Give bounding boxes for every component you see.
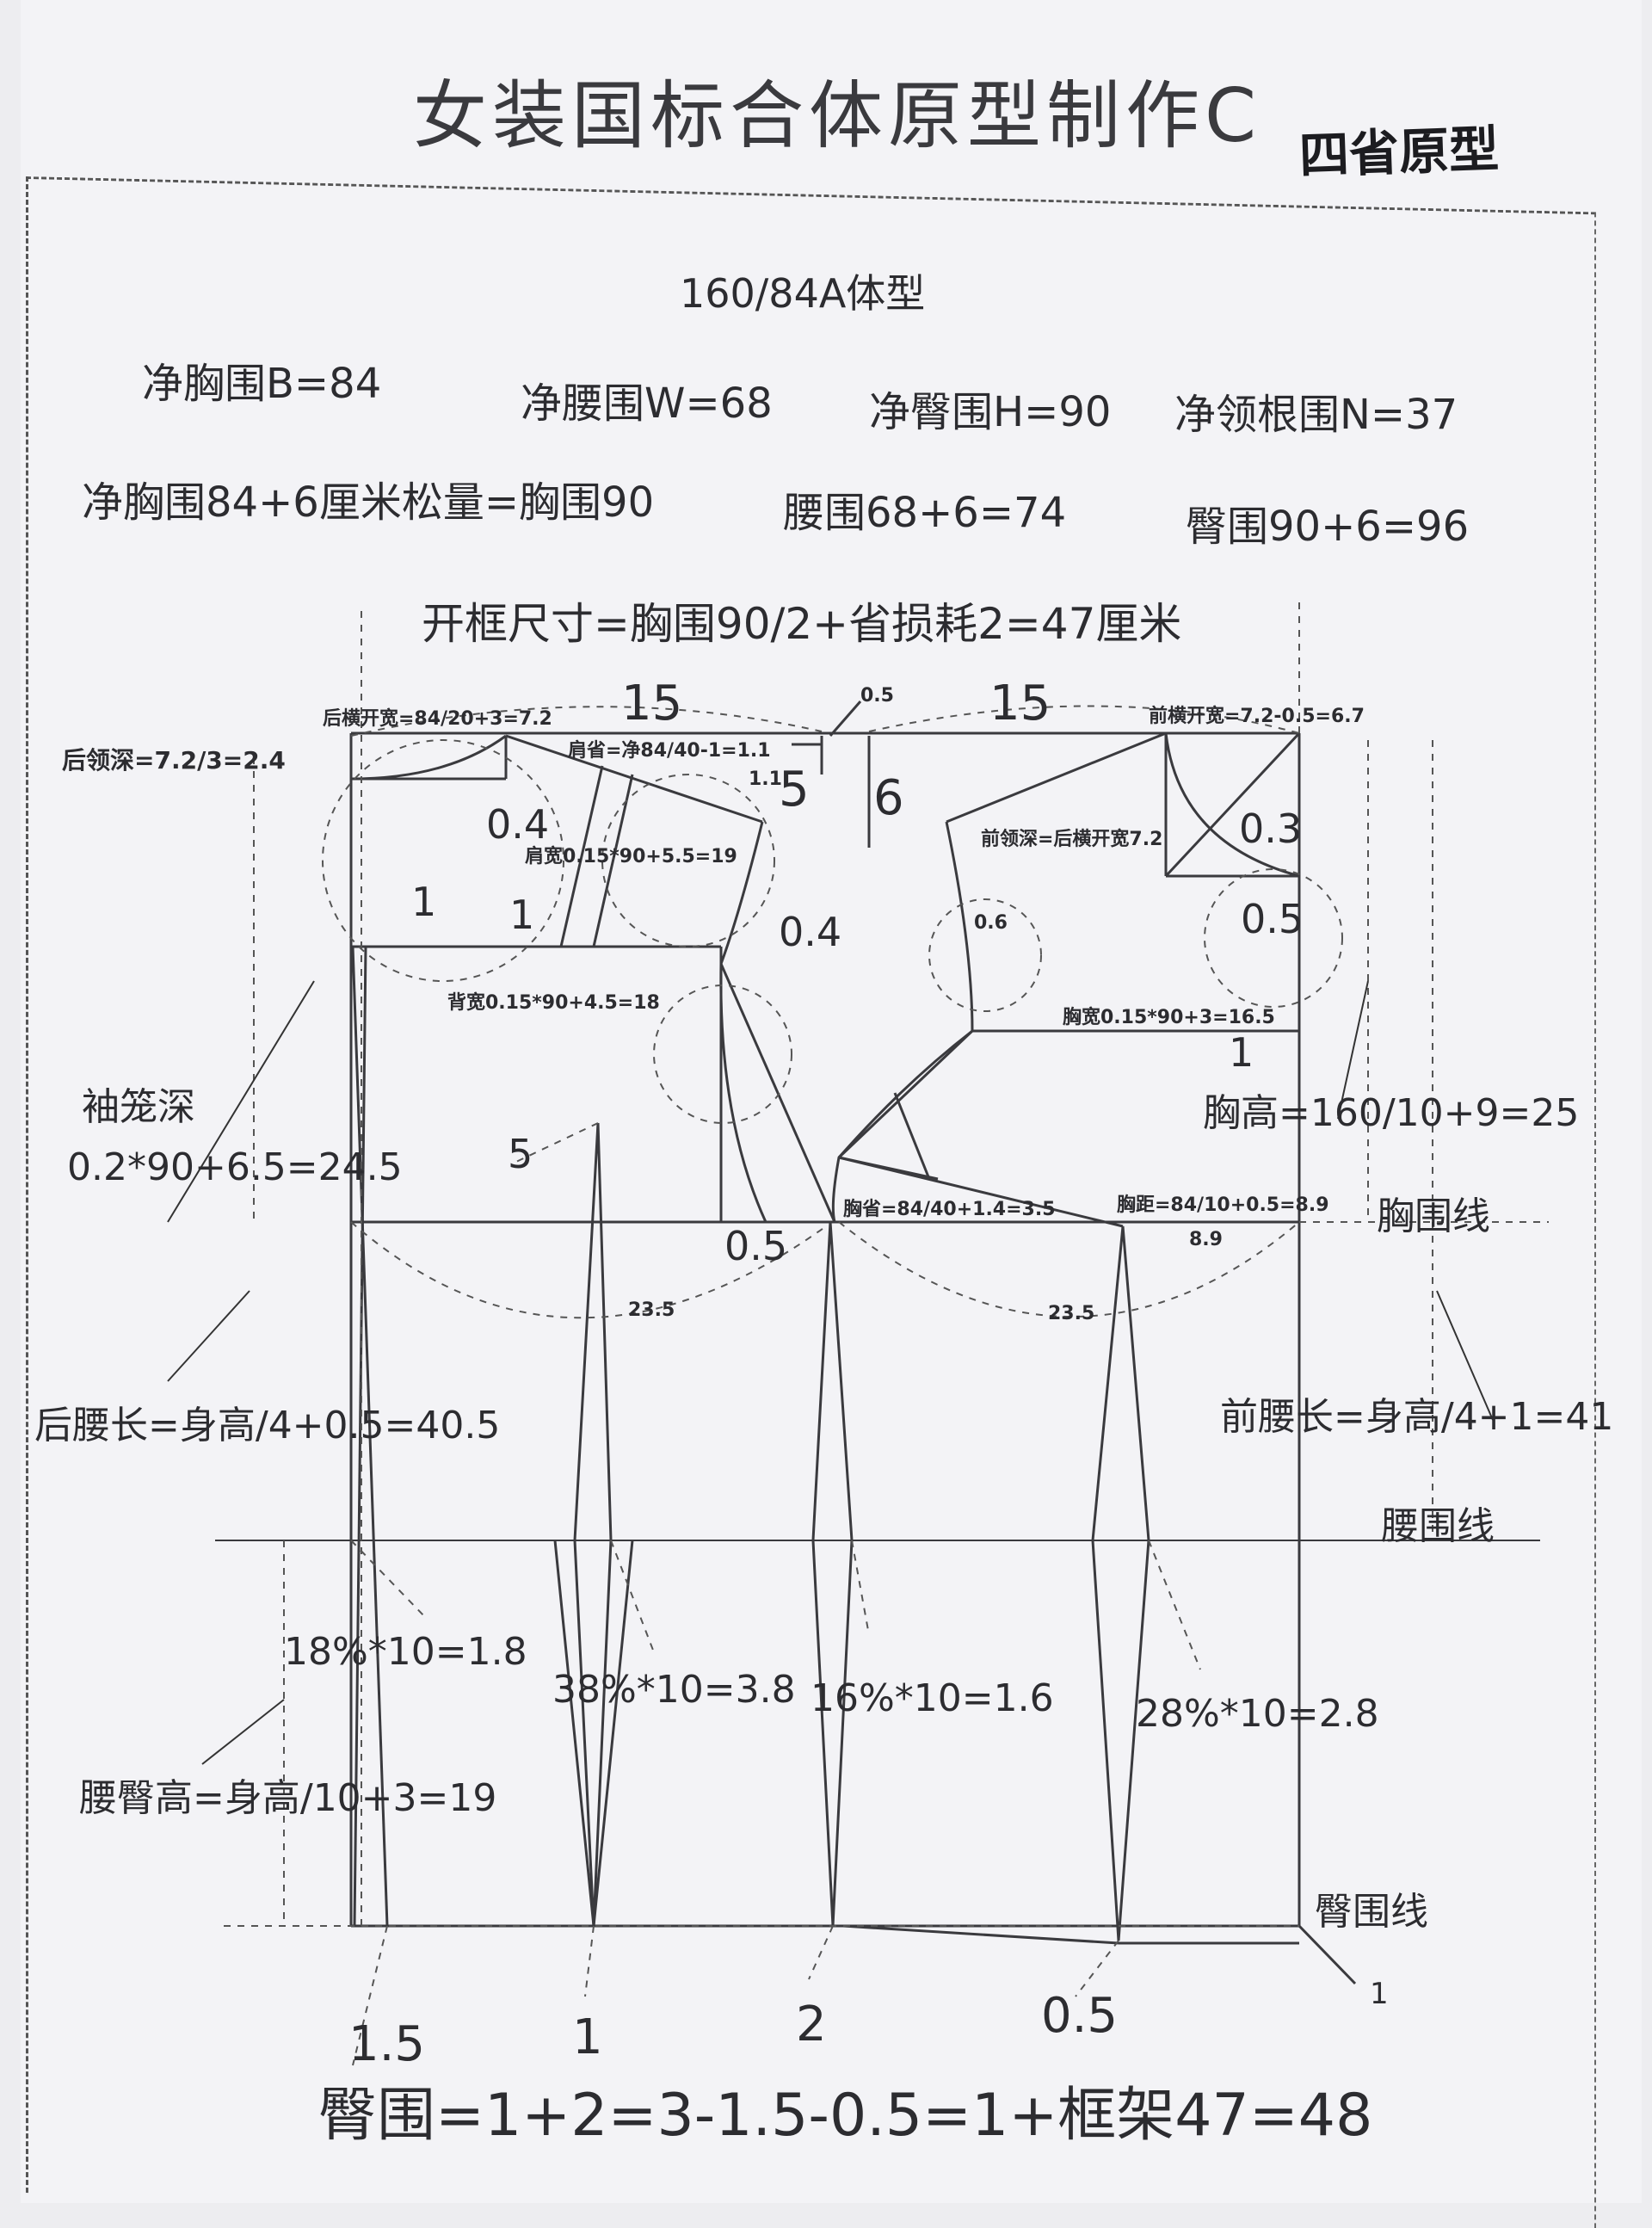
dart-value-18: 18%*10=1.8 [284,1630,527,1674]
bottom-label-2: 2 [796,1997,827,2052]
dart-value-28: 28%*10=2.8 [1136,1692,1379,1736]
page-title: 女装国标合体原型制作C [413,73,1262,159]
front-neck-width: 前横开宽=7.2-0.5=6.7 [1149,706,1365,727]
front-shoulder-line [946,731,1167,824]
back-shoulder-line [505,734,763,824]
back-armhole [719,821,767,1223]
chest-width: 胸宽0.15*90+3=16.5 [1063,1007,1275,1028]
shoulder-dart: 肩省=净84/40-1=1.1 [568,740,771,762]
label-04-shoulder: 0.4 [779,909,842,955]
frame-size: 开框尺寸=胸围90/2+省损耗2=47厘米 [422,599,1182,649]
label-04-neck: 0.4 [486,801,550,848]
bottom-label-1: 1 [572,2009,603,2065]
dart-value-38: 38%*10=3.8 [552,1668,796,1712]
bust-dart: 胸省=84/40+1.4=3.5 [843,1199,1056,1220]
label-05-center: 0.5 [860,685,894,707]
radius-left: 23.5 [628,1299,675,1321]
label-11: 1.1 [749,768,782,790]
label-1-left: 1 [411,879,437,925]
dart-value-16: 16%*10=1.6 [811,1676,1054,1720]
ease-waist: 腰围68+6=74 [783,489,1067,537]
bust-line-label: 胸围线 [1377,1194,1490,1238]
measure-hip: 净臀围H=90 [869,388,1112,436]
front-armhole [831,821,974,1223]
bust-point: 胸距=84/10+0.5=8.9 [1117,1194,1329,1216]
label-89: 8.9 [1189,1229,1223,1250]
label-15-front: 15 [989,676,1051,731]
label-5-dart: 5 [508,1131,533,1177]
label-1-mid: 1 [509,892,535,938]
back-waist-length: 后腰长=身高/4+0.5=40.5 [34,1404,501,1447]
back-width: 背宽0.15*90+4.5=18 [447,992,660,1014]
measure-bust: 净胸围B=84 [142,360,382,408]
label-05-neck: 0.5 [1241,896,1304,942]
shoulder-width: 肩宽0.15*90+5.5=19 [525,846,737,867]
back-neck-width: 后横开宽=84/20+3=7.2 [323,708,552,730]
dart-side [811,1221,854,1927]
label-1-hipcorner: 1 [1370,1977,1389,2011]
size-label: 160/84A体型 [680,270,926,317]
label-06: 0.6 [974,912,1008,934]
waist-hip-height: 腰臀高=身高/10+3=19 [79,1776,497,1820]
label-15-back: 15 [621,676,683,731]
armhole-depth-label: 袖笼深 [82,1085,195,1129]
label-6-top: 6 [873,770,904,826]
bottom-label-15: 1.5 [348,2016,426,2072]
measure-waist: 净腰围W=68 [521,380,773,428]
front-neck-curve [1164,732,1300,878]
label-1-chest: 1 [1229,1029,1254,1076]
ease-hip: 臀围90+6=96 [1186,503,1470,551]
label-5-top: 5 [779,762,810,818]
back-neck-depth: 后领深=7.2/3=2.4 [62,746,286,775]
paper-page [21,0,1642,2203]
front-neck-depth: 前领深=后横开宽7.2 [981,829,1163,850]
label-05-bust: 0.5 [724,1223,788,1269]
dart-front-waist [1091,1225,1150,1941]
back-neck-curve [350,734,507,781]
front-waist-length: 前腰长=身高/4+1=41 [1220,1395,1614,1439]
hip-line-label: 臀围线 [1315,1890,1428,1934]
waist-line-label: 腰围线 [1381,1504,1495,1548]
bust-height: 胸高=160/10+9=25 [1203,1091,1580,1135]
measure-neck: 净领根围N=37 [1174,391,1458,439]
ease-bust: 净胸围84+6厘米松量=胸围90 [82,478,655,527]
armhole-depth-formula: 0.2*90+6.5=24.5 [67,1145,403,1189]
radius-right: 23.5 [1048,1303,1095,1324]
hip-formula: 臀围=1+2=3-1.5-0.5=1+框架47=48 [318,2082,1373,2150]
bottom-label-05: 0.5 [1041,1988,1119,2044]
label-03: 0.3 [1239,805,1303,852]
